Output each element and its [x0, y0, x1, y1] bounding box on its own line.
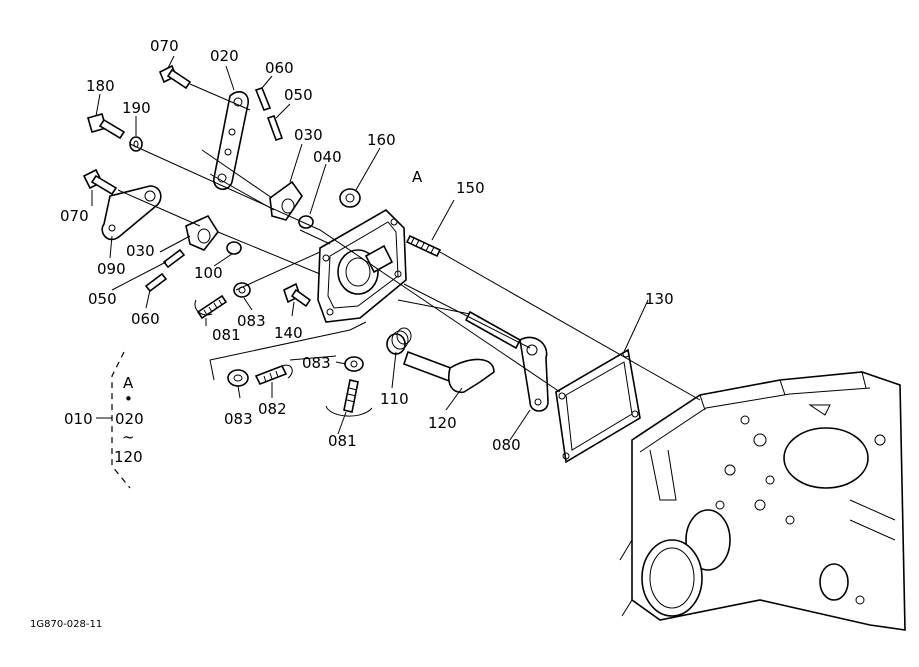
- label-083-mid: 083: [302, 354, 331, 372]
- label-083-lower: 083: [224, 410, 253, 428]
- label-100: 100: [194, 264, 223, 282]
- legend-assembly-number: 010: [64, 410, 93, 428]
- legend-ref: A: [123, 374, 134, 392]
- pins-upper: [254, 87, 284, 142]
- bolt-180: [87, 113, 126, 140]
- label-030-top: 030: [294, 126, 323, 144]
- label-030-lower: 030: [126, 242, 155, 260]
- shaft-120: [402, 350, 495, 393]
- bolt-070-left: [82, 168, 118, 196]
- legend-to: 120: [114, 448, 143, 466]
- label-070-left: 070: [60, 207, 89, 225]
- gasket-130: [555, 348, 641, 464]
- screw-081-lower: [325, 379, 373, 417]
- label-160: 160: [367, 131, 396, 149]
- part-labels: 070 020 060 050 180 190 030 040 160 A 15…: [60, 37, 674, 454]
- legend-dot: •: [124, 390, 133, 408]
- nut-160: [339, 188, 361, 208]
- label-080: 080: [492, 436, 521, 454]
- stud-bolt-150: [405, 234, 442, 258]
- pins-lower: [144, 248, 186, 293]
- drawing-code: 1G870-028-11: [30, 619, 102, 630]
- screw-082: [254, 364, 293, 386]
- spring-110: [386, 327, 412, 355]
- label-190: 190: [122, 99, 151, 117]
- o-ring-100: [226, 241, 242, 255]
- label-130: 130: [645, 290, 674, 308]
- governor-housing: [317, 209, 407, 323]
- label-150: 150: [456, 179, 485, 197]
- label-050-top: 050: [284, 86, 313, 104]
- nut-083-lower-right: [344, 356, 364, 372]
- label-120: 120: [428, 414, 457, 432]
- label-082: 082: [258, 400, 287, 418]
- nut-083-lower-left: [227, 369, 249, 387]
- lever-shaft-030-lower: [185, 214, 219, 251]
- label-050-lower: 050: [88, 290, 117, 308]
- label-060-lower: 060: [131, 310, 160, 328]
- assembly-legend: 010 A • 020 ~ 120: [64, 351, 144, 489]
- label-081-lower: 081: [328, 432, 357, 450]
- label-060-top: 060: [265, 59, 294, 77]
- label-081-upper: 081: [212, 326, 241, 344]
- label-090: 090: [97, 260, 126, 278]
- label-180: 180: [86, 77, 115, 95]
- label-083-upper: 083: [237, 312, 266, 330]
- label-040: 040: [313, 148, 342, 166]
- bolt-140: [283, 282, 312, 308]
- legend-from: 020: [115, 410, 144, 428]
- label-110: 110: [380, 390, 409, 408]
- engine-block: [619, 371, 906, 631]
- leader-lines: [91, 55, 701, 441]
- label-140: 140: [274, 324, 303, 342]
- label-a-ref: A: [412, 168, 423, 186]
- bolt-070-top: [158, 64, 192, 90]
- legend-tilde: ~: [122, 428, 135, 446]
- screw-081-left: [194, 294, 228, 320]
- label-070-top: 070: [150, 37, 179, 55]
- lever-090: [101, 185, 162, 241]
- label-020: 020: [210, 47, 239, 65]
